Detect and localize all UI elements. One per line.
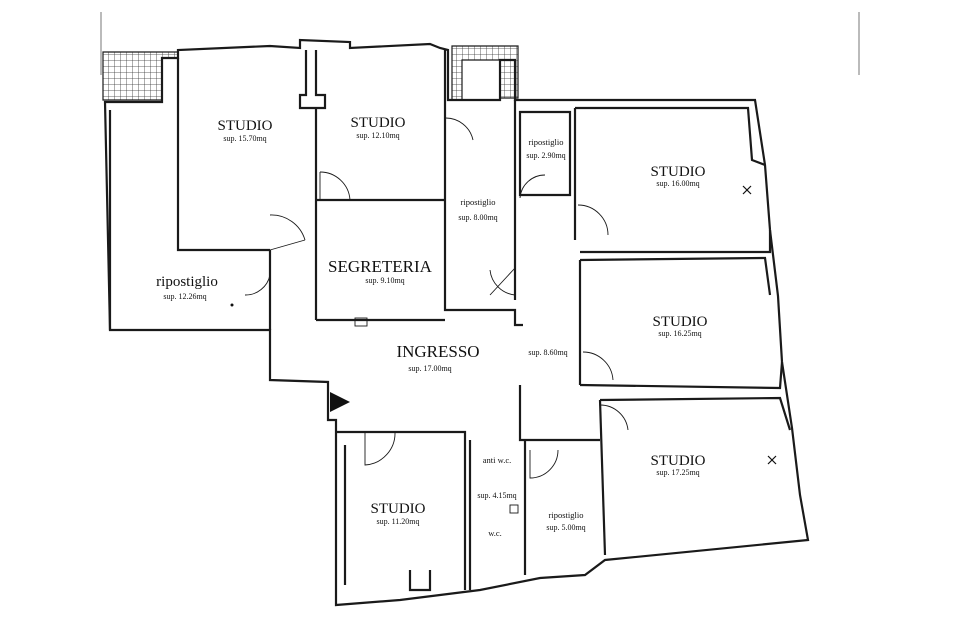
room-label-studio: STUDIO: [218, 118, 273, 134]
room-label-ripostiglio: ripostiglio: [461, 197, 496, 207]
room-area-studio: sup. 15.70mq: [223, 134, 266, 143]
fixture-dot: [230, 303, 234, 307]
room-label-segreteria: SEGRETERIA: [328, 257, 433, 276]
room-area-studio: sup. 12.10mq: [356, 131, 399, 140]
room-label-studio: STUDIO: [651, 164, 706, 180]
room-label-studio: STUDIO: [371, 501, 426, 517]
room-area-segreteria: sup. 9.10mq: [365, 276, 404, 285]
room-area-ripostiglio: sup. 8.00mq: [458, 213, 497, 222]
room-label-wc: w.c.: [488, 528, 502, 538]
room-label-ripostiglio: ripostiglio: [156, 274, 218, 290]
room-area-ripostiglio: sup. 5.00mq: [546, 523, 585, 532]
x-mark-icon: [742, 185, 752, 195]
room-label-studio: STUDIO: [653, 314, 708, 330]
room-label-anti-wc: anti w.c.: [483, 455, 511, 465]
room-area-ripostiglio: sup. 2.90mq: [526, 151, 565, 160]
x-mark-icon: [767, 455, 777, 465]
room-area-studio: sup. 17.25mq: [656, 468, 699, 477]
room-label-ingresso: INGRESSO: [396, 342, 479, 361]
room-area-studio: sup. 16.00mq: [656, 179, 699, 188]
balcony-left: [102, 51, 179, 101]
room-area-studio: sup. 16.25mq: [658, 329, 701, 338]
doors: [244, 117, 629, 514]
room-label-ripostiglio: ripostiglio: [549, 510, 584, 520]
room-area-studio: sup. 11.20mq: [376, 517, 419, 526]
inner-walls: [298, 50, 792, 592]
balcony-right: [451, 45, 519, 101]
room-area-ripostiglio: sup. 12.26mq: [163, 292, 206, 301]
room-area-ingresso: sup. 17.00mq: [408, 364, 451, 373]
room-area-anti-wc: sup. 4.15mq: [477, 491, 516, 500]
room-label-studio: STUDIO: [351, 115, 406, 131]
room-label-ripostiglio: ripostiglio: [529, 137, 564, 147]
room-area-corridor: sup. 8.60mq: [528, 348, 567, 357]
entrance-arrow-icon: [330, 392, 350, 412]
room-label-studio: STUDIO: [651, 453, 706, 469]
outer-walls: [103, 38, 810, 607]
